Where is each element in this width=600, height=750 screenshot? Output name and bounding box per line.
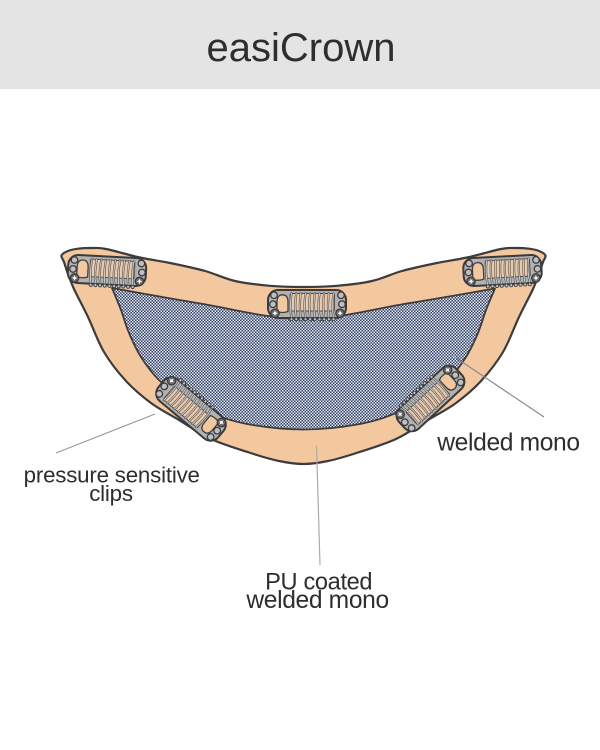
svg-text:welded mono: welded mono (436, 430, 579, 457)
svg-text:easiCrown: easiCrown (207, 26, 396, 70)
svg-text:PU coated: PU coated (265, 570, 372, 596)
svg-text:pressure sensitive: pressure sensitive (24, 462, 200, 487)
svg-text:welded mono: welded mono (245, 587, 388, 614)
svg-text:clips: clips (89, 481, 133, 506)
